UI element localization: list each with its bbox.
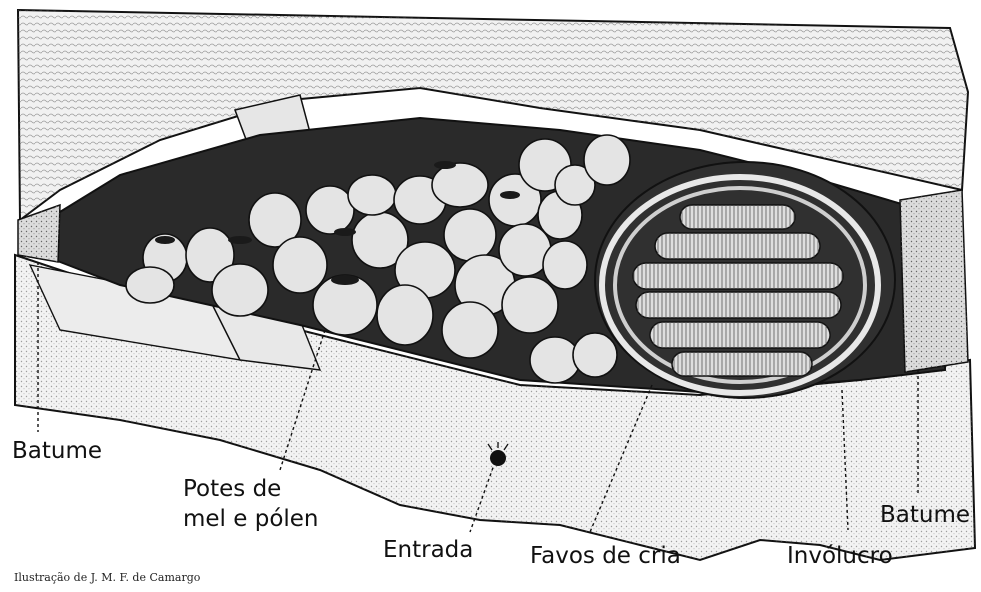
label-potes-line2: mel e pólen [183, 505, 319, 533]
label-potes-line1: Potes de [183, 475, 281, 503]
label-entrada: Entrada [383, 536, 473, 564]
batume-right-plug-dots [900, 190, 968, 372]
label-involucro: Invólucro [787, 542, 893, 570]
label-favos-de-cria: Favos de cria [530, 542, 681, 570]
label-batume-right: Batume [880, 501, 970, 529]
label-batume-left: Batume [12, 437, 102, 465]
illustration-credit: Ilustração de J. M. F. de Camargo [14, 571, 200, 584]
